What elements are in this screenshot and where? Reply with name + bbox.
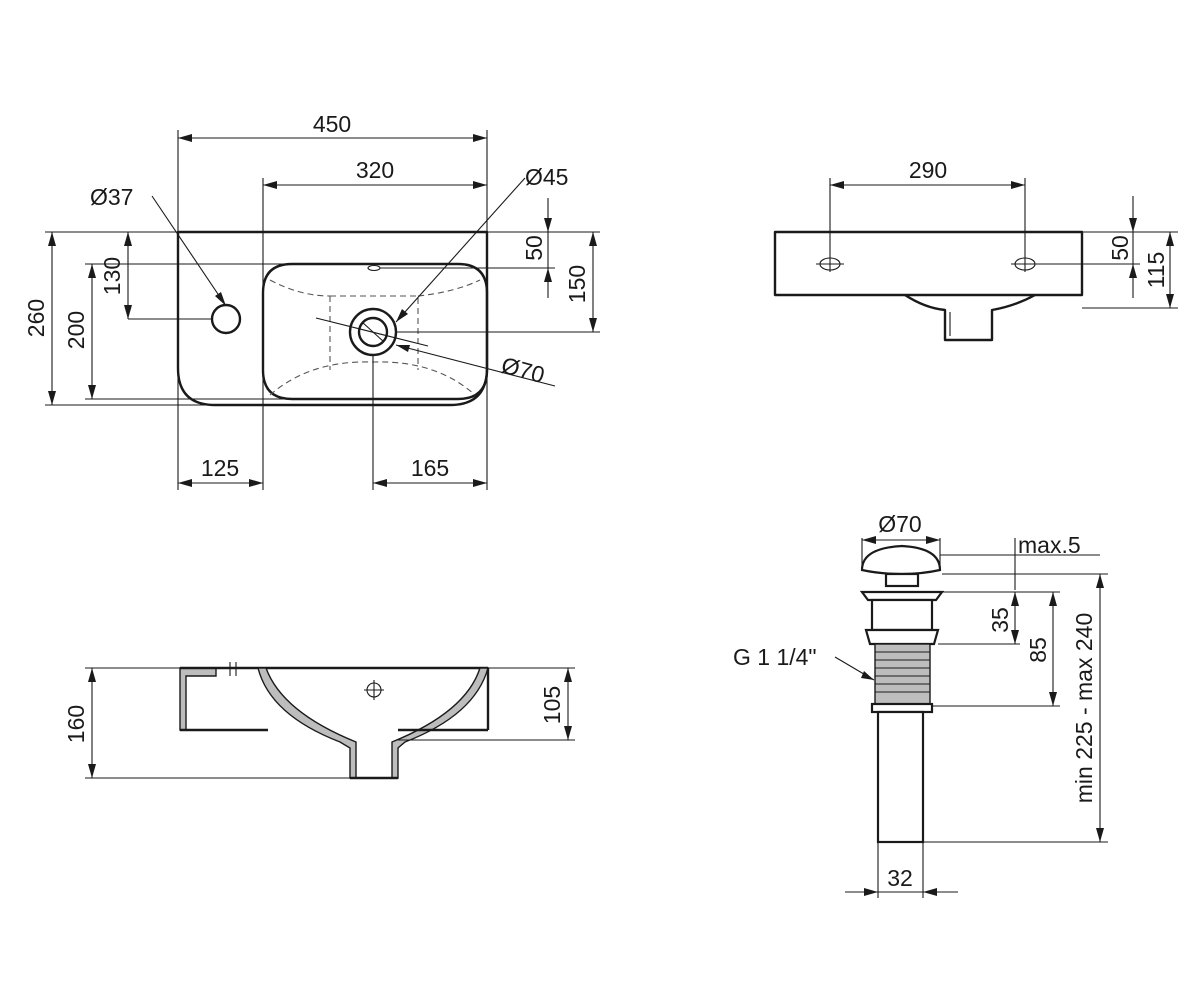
- dim-width-total: 450: [313, 111, 351, 137]
- arrow: [396, 309, 408, 322]
- leader-drain: [395, 344, 556, 387]
- arrow: [373, 479, 387, 487]
- arrow: [88, 385, 96, 399]
- arrow: [124, 232, 132, 246]
- dim-total-height: 160: [63, 705, 89, 743]
- section-left-wall: [179, 667, 217, 731]
- arrow: [926, 536, 940, 544]
- label-tap-hole: Ø37: [90, 184, 133, 210]
- arrow: [473, 181, 487, 189]
- arrow: [88, 764, 96, 778]
- valve-body: [870, 598, 934, 632]
- arrow: [589, 232, 597, 246]
- label-thread-spec: G 1 1/4": [733, 644, 817, 670]
- bowl-bottom-hidden: [269, 279, 481, 396]
- dim-tap-offset-x: 125: [201, 455, 239, 481]
- arrow: [544, 268, 552, 282]
- side-section: 160 105: [63, 662, 575, 780]
- drain-cross: [361, 321, 385, 343]
- arrow: [1096, 574, 1104, 588]
- drain-inner: [357, 316, 389, 348]
- valve-collar: [864, 628, 940, 646]
- dim-length-range: min 225 - max 240: [1071, 613, 1097, 803]
- dim-mount-spacing: 290: [909, 157, 947, 183]
- dim-cap-diameter: Ø70: [878, 511, 921, 537]
- bowl-outline: [261, 262, 489, 401]
- arrow: [215, 292, 226, 306]
- valve-tailpipe: [876, 710, 925, 844]
- valve-stem: [884, 572, 920, 588]
- dim-depth-total: 260: [23, 299, 49, 337]
- leader-overflow: [395, 177, 526, 323]
- arrow: [178, 134, 192, 142]
- valve-nut: [870, 702, 934, 714]
- arrow: [544, 218, 552, 232]
- valve-cap: [860, 544, 942, 576]
- rear-view: 290 50 115: [773, 157, 1178, 342]
- arrow: [864, 888, 878, 896]
- leader-tap-hole: [151, 195, 227, 307]
- arrow: [88, 264, 96, 278]
- arrow: [564, 726, 572, 740]
- section-bowl-right: [391, 667, 489, 779]
- dim-thread-height: 85: [1025, 637, 1051, 663]
- dim-tail-diameter: 32: [887, 865, 913, 891]
- arrow: [473, 134, 487, 142]
- tap-hole: [210, 303, 242, 335]
- arrow: [88, 668, 96, 682]
- arrow: [48, 232, 56, 246]
- dim-tap-offset-y: 130: [99, 257, 125, 295]
- arrow: [1049, 692, 1057, 706]
- valve-thread: [874, 643, 931, 705]
- arrow: [48, 391, 56, 405]
- arrow: [589, 318, 597, 332]
- arrow: [1129, 264, 1137, 278]
- arrow: [1129, 218, 1137, 232]
- arrow: [1011, 630, 1019, 644]
- top-view: 450 320 Ø37 Ø45 Ø70 260 200: [23, 111, 600, 490]
- arrow: [1011, 181, 1025, 189]
- label-drain: Ø70: [499, 352, 548, 388]
- thread-lines: [875, 651, 930, 693]
- overflow-slot: [367, 264, 381, 272]
- dim-depth-inner: 200: [63, 311, 89, 349]
- arrow: [1011, 592, 1019, 606]
- arrow: [1166, 232, 1174, 246]
- drain-valve: Ø70 max.5 min 225 - max 240 35 85 G 1 1/…: [733, 511, 1108, 898]
- arrow: [249, 479, 263, 487]
- arrow: [1166, 294, 1174, 308]
- arrow: [178, 479, 192, 487]
- arrow: [861, 671, 874, 680]
- label-overflow: Ø45: [525, 164, 568, 190]
- dim-basin-height: 115: [1143, 252, 1169, 289]
- dim-body-height: 35: [987, 607, 1013, 633]
- section-bowl-left: [257, 667, 357, 779]
- arrow: [124, 305, 132, 319]
- basin-top-outline: [176, 230, 489, 407]
- arrow: [830, 181, 844, 189]
- arrow: [263, 181, 277, 189]
- drain-centerline: [315, 317, 429, 347]
- arrow: [473, 479, 487, 487]
- arrow: [1096, 828, 1104, 842]
- dim-drain-offset-y: 150: [564, 265, 590, 303]
- dim-mount-height: 50: [1107, 235, 1133, 261]
- arrow: [396, 345, 410, 352]
- arrow: [862, 536, 876, 544]
- dim-overflow-offset: 50: [521, 235, 547, 261]
- valve-flange: [859, 590, 945, 602]
- dim-cap-max: max.5: [1018, 532, 1081, 558]
- dim-bowl-width: 320: [356, 157, 394, 183]
- rear-drain-outlet: [904, 293, 1036, 342]
- arrow: [923, 888, 937, 896]
- dim-drain-offset-x: 165: [411, 455, 449, 481]
- arrow: [1049, 592, 1057, 606]
- dim-bowl-height: 105: [539, 686, 565, 724]
- arrow: [564, 668, 572, 682]
